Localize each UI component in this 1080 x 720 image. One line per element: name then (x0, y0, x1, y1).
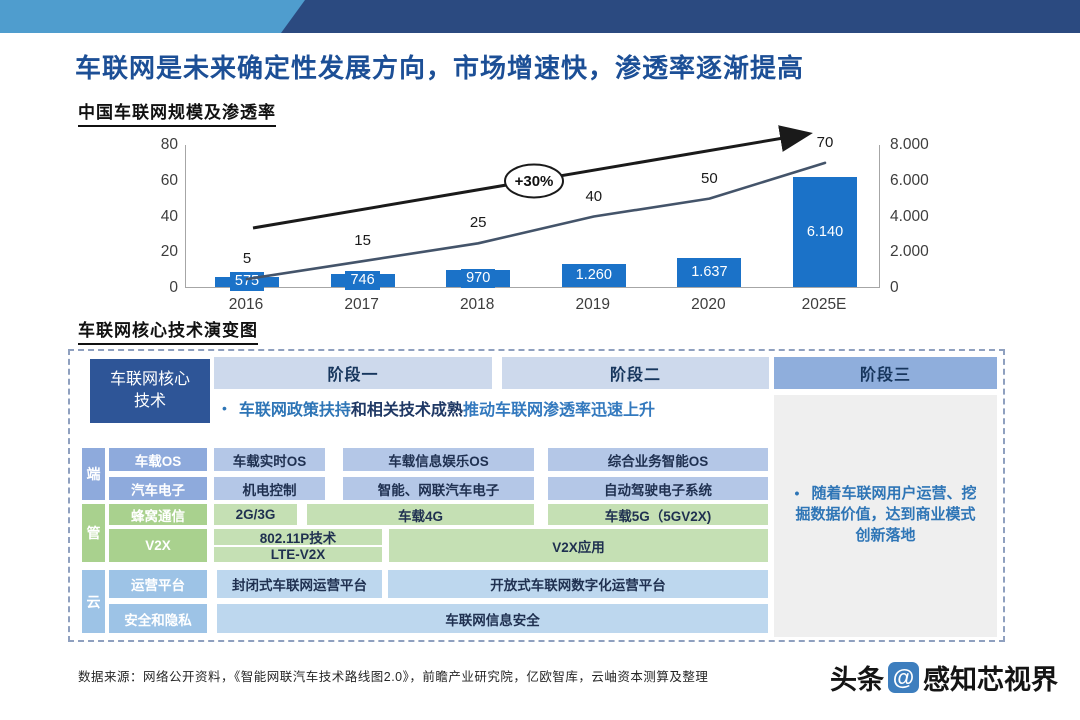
cell-electromechanical: 机电控制 (214, 477, 325, 500)
cell-connected-electronics: 智能、网联汽车电子 (343, 477, 534, 500)
stage3-panel: •随着车联网用户运营、挖掘数据价值，达到商业模式创新落地 (774, 395, 997, 637)
stage1-header: 阶段一 (214, 357, 492, 389)
bullet-icon: • (222, 400, 227, 416)
bullet-icon: • (794, 485, 800, 501)
top-banner (0, 0, 1080, 33)
axis-tick-label: 20 (160, 243, 178, 261)
axis-tick-label: 2.000 (890, 243, 929, 261)
cell-info-security: 车联网信息安全 (217, 604, 768, 633)
row-header-vehicle-os: 车载OS (109, 448, 207, 471)
tech-section-title: 车联网核心技术演变图 (78, 316, 258, 345)
cell-5g-v2x: 车载5G（5GV2X) (548, 504, 768, 525)
group-label-cloud: 云 (82, 570, 105, 633)
banner-accent-shape (0, 0, 305, 33)
cell-v2x-app: V2X应用 (389, 529, 768, 562)
cell-autonomous-electronics: 自动驾驶电子系统 (548, 477, 768, 500)
stage3-note: •随着车联网用户运营、挖掘数据价值，达到商业模式创新落地 (794, 485, 977, 544)
axis-tick-label: 80 (160, 136, 178, 153)
tech-evolution-table: 车联网核心 技术 阶段一 阶段二 阶段三 • 车联网政策扶持和相关技术成熟推动车… (68, 349, 1005, 642)
row-header-cellular: 蜂窝通信 (109, 504, 207, 525)
cell-2g-3g: 2G/3G (214, 504, 297, 525)
bar-2018: 970 (446, 268, 511, 288)
x-axis-label-2016: 2016 (228, 296, 264, 313)
cell-realtime-os: 车载实时OS (214, 448, 325, 471)
line-value-label: 50 (701, 169, 718, 187)
cell-lte-v2x: LTE-V2X (214, 547, 382, 562)
bar-value-label: 1.260 (570, 266, 617, 286)
stage2-header: 阶段二 (502, 357, 769, 389)
cell-80211p: 802.11P技术 (214, 529, 382, 546)
x-axis-label-2020: 2020 (691, 296, 726, 313)
bar-2019: 1.260 (561, 264, 626, 287)
watermark-name: 感知芯视界 (923, 665, 1058, 695)
chart-section-title: 中国车联网规模及渗透率 (78, 98, 276, 127)
row-header-security: 安全和隐私 (109, 604, 207, 633)
penetration-line (245, 161, 827, 281)
axis-tick-label: 0 (890, 279, 899, 296)
x-axis-label-2017: 2017 (344, 296, 379, 313)
row-header-ops-platform: 运营平台 (109, 570, 207, 598)
bar-value-label: 1.637 (686, 262, 733, 282)
line-value-label: 5 (242, 250, 252, 268)
right-y-axis: 8.000 6.000 4.000 2.000 0 (890, 136, 950, 296)
line-value-label: 40 (585, 187, 603, 205)
stage3-header: 阶段三 (774, 357, 997, 389)
x-axis-labels: 2016 2017 2018 2019 2020 2025E (185, 296, 880, 318)
row-header-v2x: V2X (109, 529, 207, 562)
cell-closed-platform: 封闭式车联网运营平台 (217, 570, 382, 598)
row-header-auto-electronics: 汽车电子 (109, 477, 207, 500)
watermark-prefix: 头条 (830, 665, 884, 695)
at-badge-icon: @ (888, 662, 919, 693)
line-value-label: 25 (469, 214, 487, 232)
line-value-label: 15 (354, 232, 371, 250)
cell-4g: 车载4G (307, 504, 534, 525)
group-label-device: 端 (82, 448, 105, 500)
bar-2017: 746 (330, 270, 395, 290)
axis-tick-label: 8.000 (890, 136, 929, 153)
group-label-pipe: 管 (82, 504, 105, 562)
x-axis-label-2025E: 2025E (801, 296, 847, 313)
data-source-note: 数据来源：网络公开资料，《智能网联汽车技术路线图2.0》，前瞻产业研究院，亿欧智… (78, 670, 709, 684)
bar-value-label: 746 (345, 270, 380, 290)
axis-tick-label: 0 (169, 279, 178, 296)
axis-tick-label: 4.000 (890, 207, 929, 225)
cell-smart-os: 综合业务智能OS (548, 448, 768, 471)
axis-tick-label: 6.000 (890, 171, 929, 189)
cell-open-platform: 开放式车联网数字化运营平台 (388, 570, 768, 598)
axis-tick-label: 60 (160, 171, 178, 189)
line-value-label: 70 (816, 133, 834, 151)
bar-2020: 1.637 (677, 257, 742, 287)
left-y-axis: 80 60 40 20 0 (128, 136, 178, 296)
x-axis-label-2019: 2019 (575, 296, 611, 313)
bar-value-label: 970 (461, 268, 496, 288)
watermark: 头条 @ 感知芯视界 (830, 658, 1058, 697)
cell-infotainment-os: 车载信息娱乐OS (343, 448, 534, 471)
axis-tick-label: 40 (160, 207, 178, 225)
stage12-note: • 车联网政策扶持和相关技术成熟推动车联网渗透率迅速上升 (222, 400, 655, 419)
x-axis-label-2018: 2018 (459, 296, 495, 313)
page-title: 车联网是未来确定性发展方向，市场增速快，渗透率逐渐提高 (75, 53, 805, 83)
bar-value-label: 6.140 (801, 222, 849, 242)
corner-header: 车联网核心 技术 (90, 359, 210, 423)
